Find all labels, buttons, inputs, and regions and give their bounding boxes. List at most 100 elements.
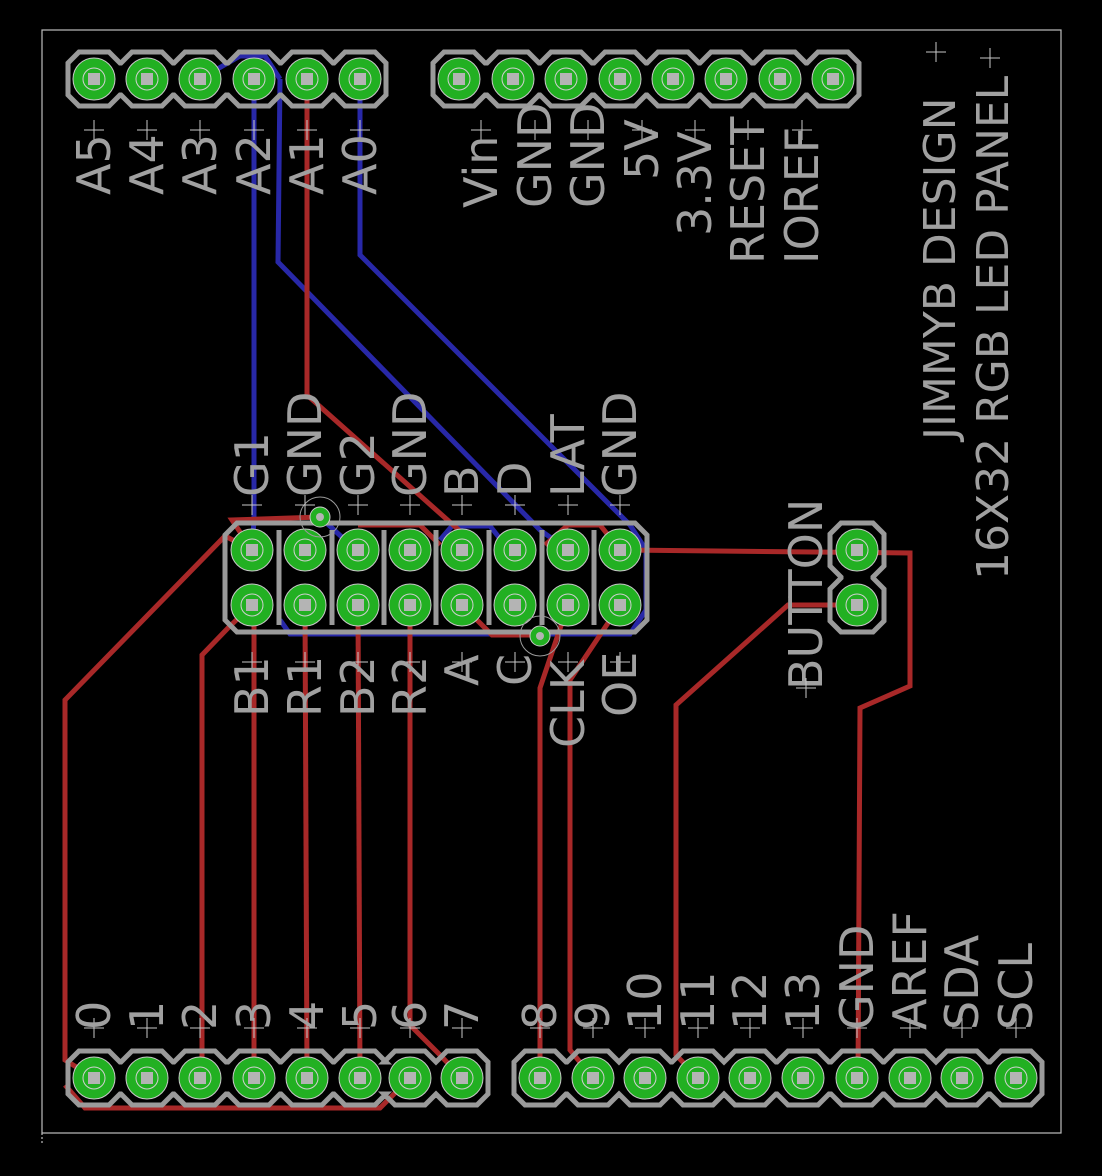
origin-cross-icon [505,495,525,515]
pin-label-analog: A3 [173,134,227,195]
pin-label-panel-bottom: C [488,654,542,686]
origin-cross-icon [688,1018,708,1038]
pin-label-panel-bottom: B2 [331,656,385,717]
pin-label-analog: A5 [67,134,121,195]
pad-inner-ring [240,593,264,617]
pad-inner-ring [398,538,422,562]
pad-drill [352,599,364,611]
origin-cross-icon [348,652,368,672]
pad-drill [246,544,258,556]
pin-label-panel-bottom: R2 [383,656,437,717]
origin-cross-icon [137,1018,157,1038]
pin-label-power: RESET [721,116,775,264]
pin-label-panel-top: GND [593,392,647,497]
origin-cross-icon [685,120,705,140]
pad-inner-ring [845,593,869,617]
pad-drill [614,73,626,85]
pin-label-digital-low: 1 [120,1001,174,1030]
pin-label-analog: A2 [227,134,281,195]
origin-cross-icon [244,1018,264,1038]
pin-label-panel-bottom: OE [593,652,647,717]
origin-cross-icon [400,652,420,672]
origin-cross-icon [610,652,630,672]
pad-inner-ring [295,67,319,91]
pad-inner-ring [528,1066,552,1090]
pin-label-panel-top: B [435,465,489,497]
pad-inner-ring [398,1066,422,1090]
pad-drill [354,73,366,85]
pad-drill [720,73,732,85]
button-label: BUTTON [779,499,833,690]
pad-drill [667,73,679,85]
pad-drill [956,1072,968,1084]
pad-inner-ring [554,67,578,91]
origin-cross-icon [635,1018,655,1038]
pads-layer [72,57,1038,1100]
via-halo [299,496,341,538]
pad-inner-ring [608,593,632,617]
origin-cross-icon [295,652,315,672]
via-halo [519,615,561,657]
pad-drill [299,599,311,611]
pad-drill [507,73,519,85]
board-title-line1: JIMMYB DESIGN [915,97,966,443]
pad-drill [301,1072,313,1084]
pin-label-panel-bottom: A [435,654,489,686]
pin-label-panel-bottom: CLK [541,658,595,748]
pad-inner-ring [556,538,580,562]
pin-label-panel-top: GND [383,392,437,497]
origin-cross-icon [1006,1018,1026,1038]
pin-label-digital-high: 12 [723,971,777,1030]
pad-inner-ring [295,1066,319,1090]
pad-drill [562,599,574,611]
header-digital-low-outline [65,1048,491,1108]
pad-inner-ring [82,67,106,91]
trace-gnd-button [619,547,913,1079]
pad-drill [404,544,416,556]
origin-cross-icon [738,120,758,140]
origin-cross-icon [84,1018,104,1038]
origin-cross-icon [980,48,1000,68]
pin-label-digital-high: 9 [566,1001,620,1030]
pad-inner-ring [135,67,159,91]
pin-label-digital-low: 0 [67,1001,121,1030]
pad-inner-ring [293,593,317,617]
pad-drill [453,73,465,85]
pin-label-panel-top: G1 [225,432,279,497]
pad-drill [692,1072,704,1084]
origin-cross-icon [578,120,598,140]
pad-inner-ring [821,67,845,91]
pad-drill [534,1072,546,1084]
origin-cross-icon [297,1018,317,1038]
pin-label-power: Vin [454,136,508,208]
origin-cross-icon [452,1018,472,1038]
origin-cross-icon [740,1018,760,1038]
pad-inner-ring [240,538,264,562]
pad-drill [354,1072,366,1084]
pad-drill [560,73,572,85]
pad-inner-ring [556,593,580,617]
origin-cross-icon [400,1018,420,1038]
origin-cross-icon [297,120,317,140]
trace-d4-r1 [302,604,310,1079]
origin-cross-icon [558,652,578,672]
origin-cross-icon [525,120,545,140]
origin-cross-icon [452,495,472,515]
pad-drill [194,73,206,85]
origin-cross-icon [350,120,370,140]
pad-drill [194,1072,206,1084]
silkscreen-labels: JIMMYB DESIGN 16X32 RGB LED PANEL BUTTON [779,75,1019,690]
origin-cross-icon [242,652,262,672]
header-panel-outline [222,520,650,635]
pin-label-digital-high: GND [830,925,884,1030]
pin-label-digital-high: 8 [513,1001,567,1030]
board-edge [41,29,1062,1134]
pad-drill [509,544,521,556]
pad-inner-ring [791,1066,815,1090]
pad-inner-ring [348,67,372,91]
pad-drill [301,73,313,85]
pin-label-digital-low: 5 [333,1001,387,1030]
origin-cross-icon [242,495,262,515]
pad-drill [352,544,364,556]
origin-cross-icon [793,1018,813,1038]
